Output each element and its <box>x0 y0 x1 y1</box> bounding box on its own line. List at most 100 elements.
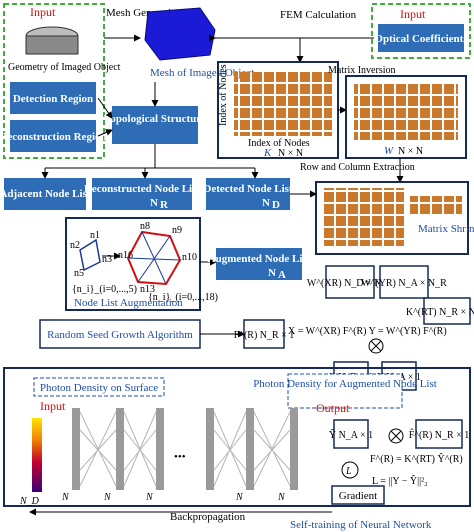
krt-label: K^(RT) N_R × N_A <box>406 307 474 318</box>
photon-augmented-box <box>287 373 403 409</box>
reconstructed-subsub: R <box>160 199 169 211</box>
equation-f: F^(R) = K^(RT) Ŷ^(R) <box>370 453 463 465</box>
set-left: {n_i}_(i=0,...,5) <box>72 284 137 295</box>
f-r-label: F^(R) N_R × 1 <box>234 330 295 341</box>
equation-xy: X = W^(XR) F^(R) Y = W^(YR) F^(R) <box>288 326 447 337</box>
mesh-caption: Mesh of Imaged Object <box>150 67 254 79</box>
krt-box <box>423 297 471 325</box>
matrix-k-grid <box>234 70 332 136</box>
small-graph <box>79 238 101 272</box>
loss-symbol: L <box>345 466 352 477</box>
detection-region-label: Detection Region <box>13 93 93 105</box>
matrix-y-label: Index of Nodes <box>218 64 229 126</box>
augmentation-panel <box>65 217 201 311</box>
reconstructed-node-list-box <box>92 178 192 210</box>
reconstructed-sub: N <box>150 197 158 209</box>
matrix-x-label: Index of Nodes <box>248 138 310 149</box>
adjacent-node-list-box <box>4 178 86 210</box>
matrix-w-grid <box>354 82 458 140</box>
matrix-k-dims: N × N <box>278 148 303 159</box>
shrunk-matrix-grid <box>410 196 462 216</box>
layer-label-5: N <box>277 492 286 503</box>
augmented-node-list-label: Augmented Node List <box>208 253 311 265</box>
row-col-extraction-label: Row and Column Extraction <box>300 162 415 173</box>
nn-input-tag: Input <box>40 399 66 413</box>
node-label-n10: n10 <box>182 252 197 263</box>
reconstruction-region-label: Reconstruction Region <box>0 131 107 143</box>
extracted-matrix-grid <box>322 188 404 246</box>
geometry-object-body <box>25 35 79 55</box>
nn-output-tag: Output <box>316 401 350 415</box>
graph-node-labels: n2 n1 n3 n5 n8 n9 n10 n16 n13 <box>70 221 197 295</box>
nn-layer-labels: N N N N N <box>61 492 286 503</box>
gradient-box <box>331 485 385 505</box>
random-seed-label: Random Seed Growth Algorithm <box>47 329 193 341</box>
loss-equation: L = ||Y − Ŷ||²₂ <box>372 475 428 487</box>
loss-node <box>341 461 359 479</box>
node-label-n9: n9 <box>172 225 182 236</box>
topological-structure-box <box>112 106 198 144</box>
layer-label-1: N <box>61 492 70 503</box>
matrix-w-symbol: W <box>384 145 394 157</box>
node-label-n1: n1 <box>90 230 100 241</box>
wyr-label: W^(YR) N_A × N_R <box>361 278 447 289</box>
node-label-n8: n8 <box>140 221 150 232</box>
input-right-tag: Input <box>400 7 426 21</box>
matrix-inversion-label: Matrix Inversion <box>328 65 396 76</box>
photon-surface-label: Photon Density on Surface <box>40 382 158 394</box>
reconstruction-region-box <box>10 120 96 152</box>
nn-ellipsis: ••• <box>174 451 186 463</box>
matrix-shrink-label: Matrix Shrink <box>418 223 474 235</box>
nn-layers <box>72 408 298 490</box>
layer-label-3: N <box>145 492 154 503</box>
extracted-matrix-panel <box>315 181 469 255</box>
f-hat-label: F̂^(R) N_R × 1 <box>409 428 470 441</box>
augmented-subsub: A <box>278 269 286 281</box>
detected-subsub: D <box>272 199 280 211</box>
node-label-n3: n3 <box>102 254 112 265</box>
optical-coefficients-label: Optical Coefficients <box>374 33 468 45</box>
node-label-n16: n16 <box>118 250 133 261</box>
matrix-w-panel <box>345 75 467 159</box>
layer-label-2: N <box>103 492 112 503</box>
adjacent-node-list-label: Adjacent Node List <box>0 188 91 200</box>
wyr-box <box>379 265 429 299</box>
photon-augmented-label: Photon Density for Augmented Node List <box>253 378 437 390</box>
node-label-n5: n5 <box>74 268 84 279</box>
detected-node-list-label: Detected Node List <box>203 183 293 195</box>
input-left-caption: Geometry of Imaged Object <box>8 62 121 73</box>
y-hat-label: Ŷ N_A × 1 <box>329 429 373 441</box>
f-hat-box <box>415 419 463 449</box>
self-training-label: Self-training of Neural Network <box>290 519 432 531</box>
wxr-box <box>325 265 375 299</box>
topological-structure-label: Topological Structure <box>104 113 206 125</box>
wxr-label: W^(XR) N_D × N_R <box>307 278 393 289</box>
neural-network-panel <box>3 367 471 507</box>
nn-bottom-label: N_D <box>19 496 40 507</box>
gradient-label: Gradient <box>339 490 377 502</box>
layer-label-4: N <box>235 492 244 503</box>
backpropagation-label: Backpropagation <box>170 511 246 523</box>
fem-calculation-label: FEM Calculation <box>280 9 357 21</box>
input-right-group <box>371 3 471 59</box>
input-left-group <box>3 3 105 159</box>
augmented-sub: N <box>268 267 276 279</box>
optical-coefficients-box <box>378 24 464 52</box>
y-hat-box <box>333 419 369 449</box>
matrix-k-symbol: K <box>263 147 272 159</box>
detected-node-list-box <box>206 178 290 210</box>
detected-sub: N <box>262 197 270 209</box>
augmented-node-list-box <box>216 248 302 280</box>
detection-region-box <box>10 82 96 114</box>
matrix-w-dims: N × N <box>398 146 423 157</box>
photon-surface-box <box>33 377 165 397</box>
input-left-tag: Input <box>30 5 56 19</box>
mesh-icon <box>144 7 216 61</box>
reconstructed-node-list-label: Reconstructed Node List <box>84 183 200 195</box>
input-colorbar <box>32 418 42 492</box>
node-label-n13: n13 <box>140 284 155 295</box>
augmentation-label: Node List Augmentation <box>74 297 183 309</box>
set-right: {n_i}_(i=0,...,18) <box>148 292 218 303</box>
f-r-box <box>243 319 285 349</box>
